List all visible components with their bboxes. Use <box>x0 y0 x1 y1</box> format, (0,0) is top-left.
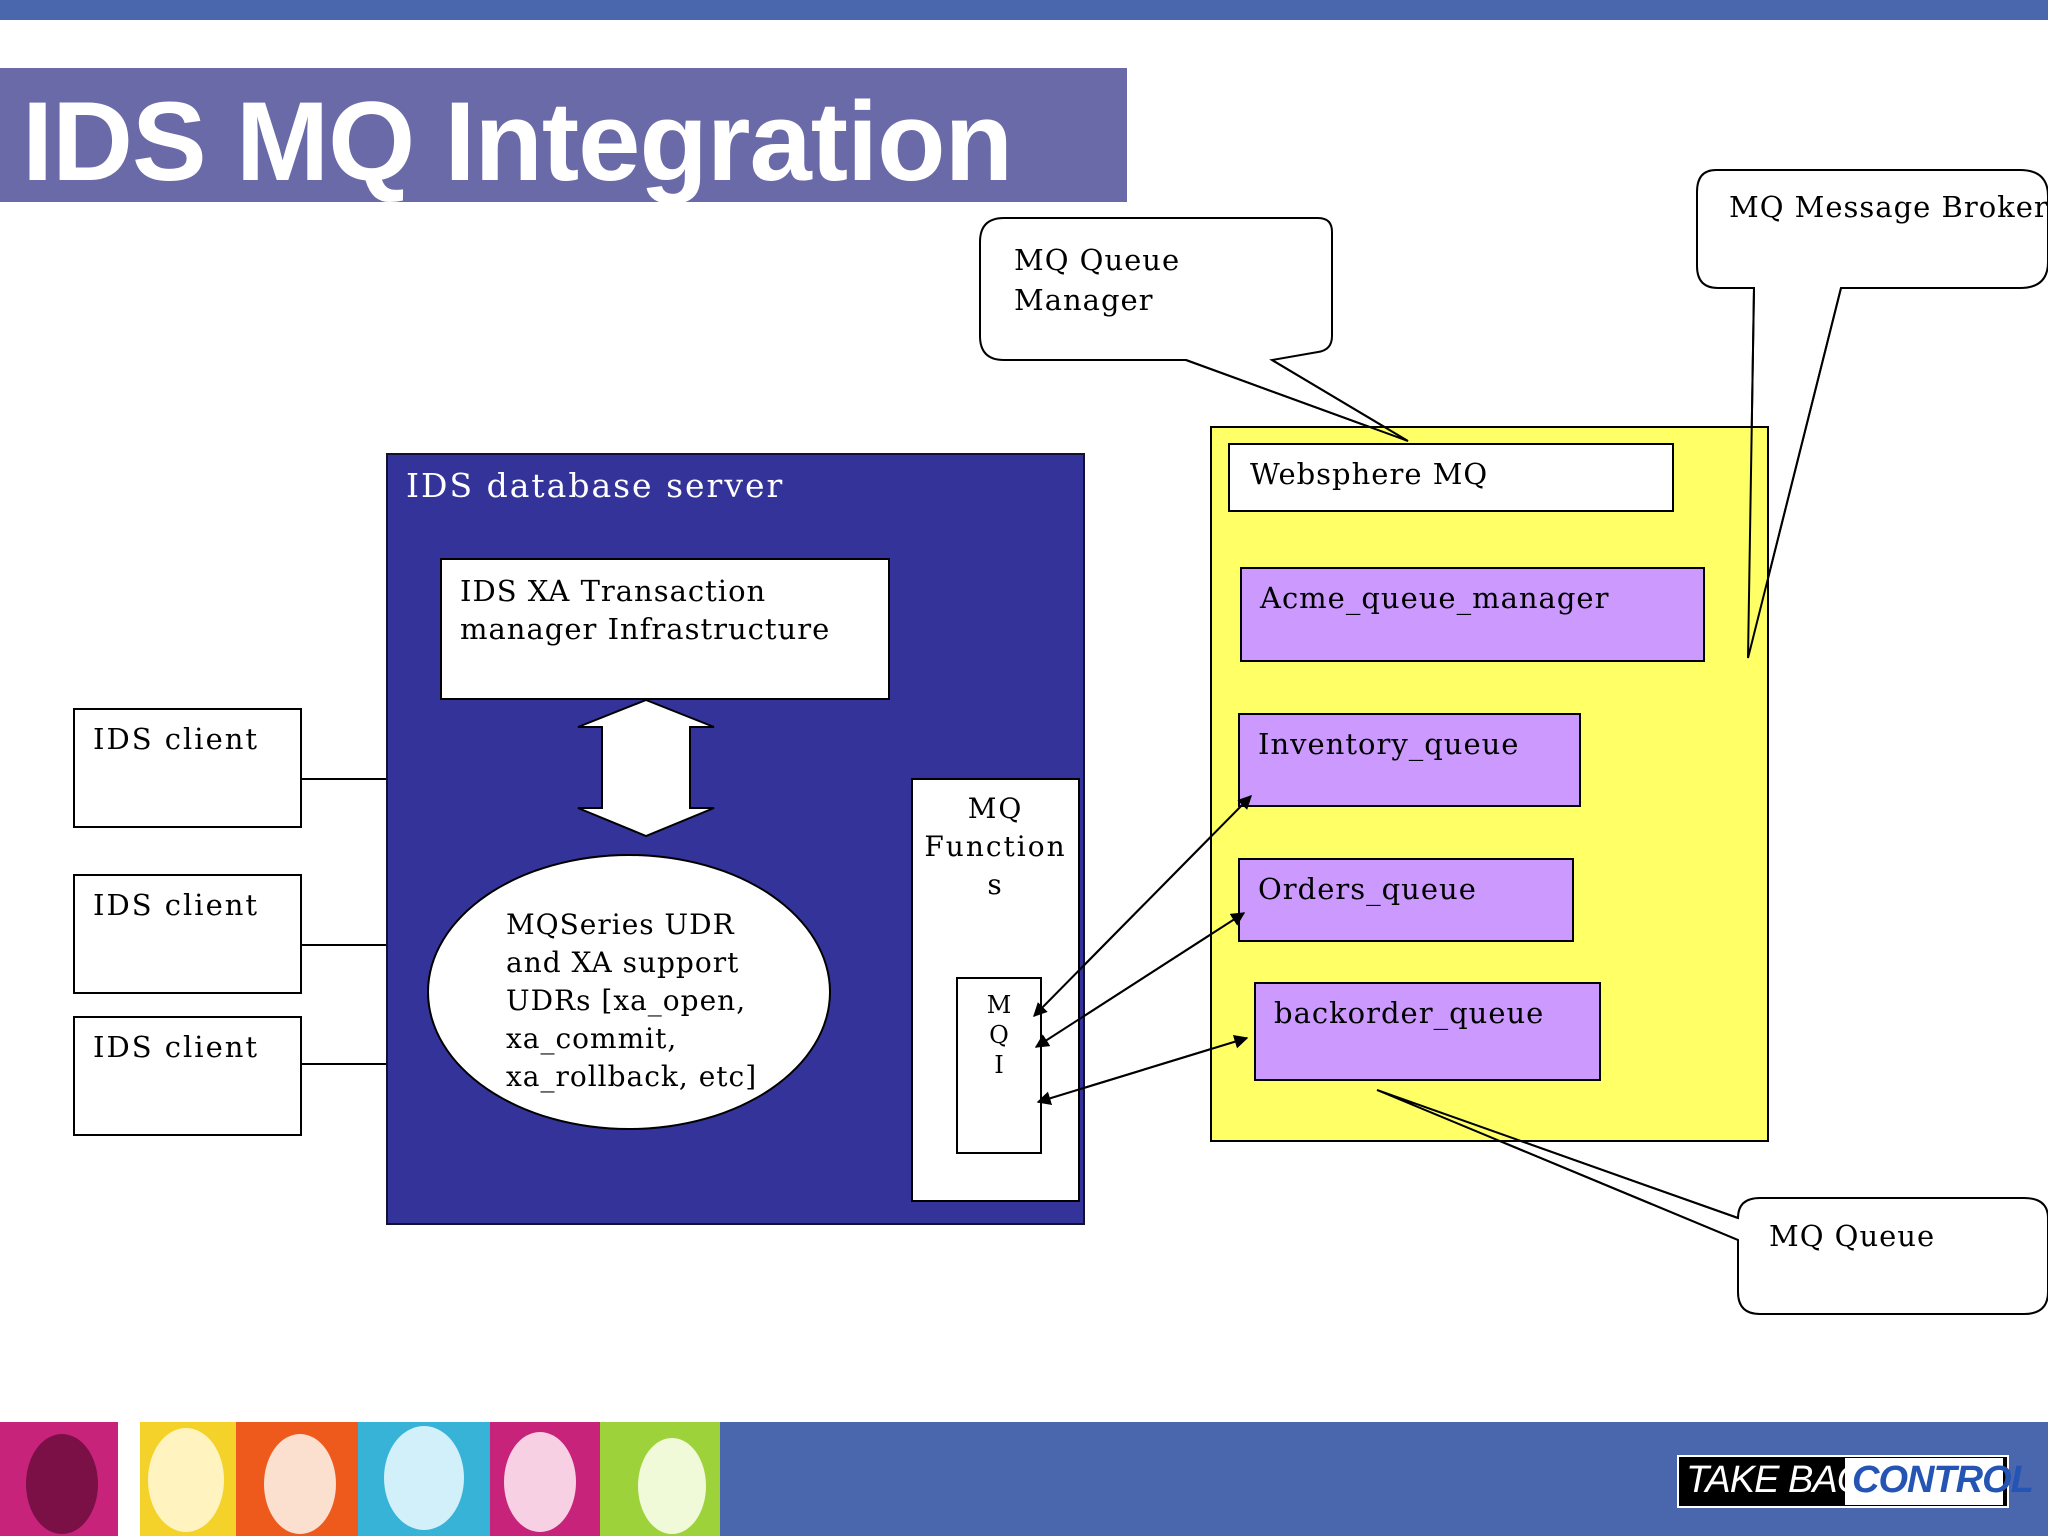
logo-white-block <box>1845 1458 2003 1505</box>
logo-word-control: CONTROL <box>1852 1459 2034 1501</box>
ids-client-2: IDS client <box>73 874 302 994</box>
backorder-queue-box: backorder_queue <box>1254 982 1601 1081</box>
mqseries-udr-text: MQSeries UDR and XA support UDRs [xa_ope… <box>506 908 758 1093</box>
inventory-queue-box: Inventory_queue <box>1238 713 1581 807</box>
queue-manager-box: Acme_queue_manager <box>1240 567 1705 662</box>
footer-people-photos <box>0 1422 720 1536</box>
orders-queue-box: Orders_queue <box>1238 858 1574 942</box>
callout-queue-manager-text: MQ Queue Manager <box>1014 243 1181 317</box>
ids-client-1: IDS client <box>73 708 302 828</box>
mqi-box <box>956 977 1042 1154</box>
mqseries-udr-ellipse <box>427 854 831 1130</box>
header-bar <box>0 0 2048 20</box>
mq-functions-label: MQ Function s <box>924 792 1067 901</box>
callout-queue-text: MQ Queue <box>1769 1219 1936 1253</box>
slide-title: IDS MQ Integration <box>22 79 1013 204</box>
title-band <box>0 68 1127 202</box>
db-server-label: IDS database server <box>406 466 785 505</box>
ids-client-3: IDS client <box>73 1016 302 1136</box>
callout-queue-shape <box>1376 1089 2048 1315</box>
mqi-label: M Q I <box>986 991 1012 1079</box>
websphere-mq-title-box: Websphere MQ <box>1228 443 1674 512</box>
callout-message-broker-text: MQ Message Broker <box>1729 190 2048 224</box>
xa-transaction-manager-box: IDS XA Transaction manager Infrastructur… <box>440 558 890 700</box>
